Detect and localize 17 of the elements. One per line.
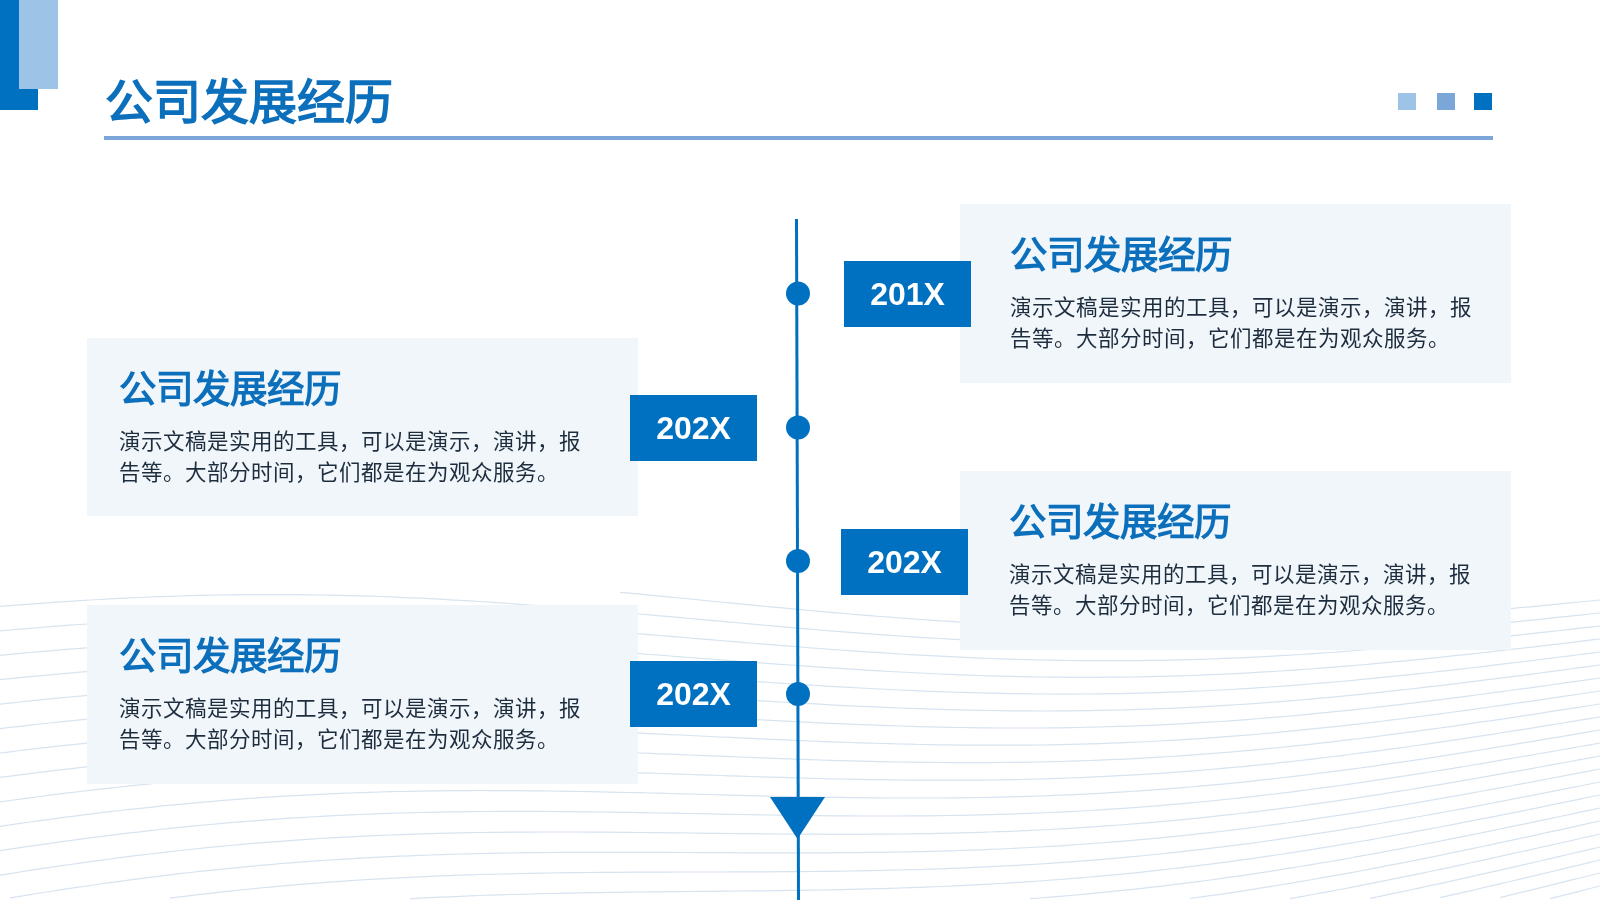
card-text: 演示文稿是实用的工具，可以是演示，演讲，报告等。大部分时间，它们都是在为观众服务。 <box>119 695 581 754</box>
card-text: 演示文稿是实用的工具，可以是演示，演讲，报告等。大部分时间，它们都是在为观众服务。 <box>119 428 581 487</box>
card-heading: 公司发展经历 <box>119 633 341 679</box>
year-badge: 202X <box>630 661 757 727</box>
page-title: 公司发展经历 <box>105 74 393 130</box>
info-card <box>960 471 1511 650</box>
info-card <box>960 204 1511 383</box>
card-heading: 公司发展经历 <box>119 366 341 412</box>
card-heading: 公司发展经历 <box>1010 232 1232 278</box>
card-text: 演示文稿是实用的工具，可以是演示，演讲，报告等。大部分时间，它们都是在为观众服务。 <box>1010 294 1472 353</box>
year-badge: 202X <box>630 395 757 461</box>
info-card <box>87 605 638 784</box>
year-badge: 202X <box>841 529 968 595</box>
year-badge: 201X <box>844 261 971 327</box>
card-text: 演示文稿是实用的工具，可以是演示，演讲，报告等。大部分时间，它们都是在为观众服务。 <box>1009 561 1471 620</box>
info-card <box>87 338 638 516</box>
card-heading: 公司发展经历 <box>1009 499 1231 545</box>
